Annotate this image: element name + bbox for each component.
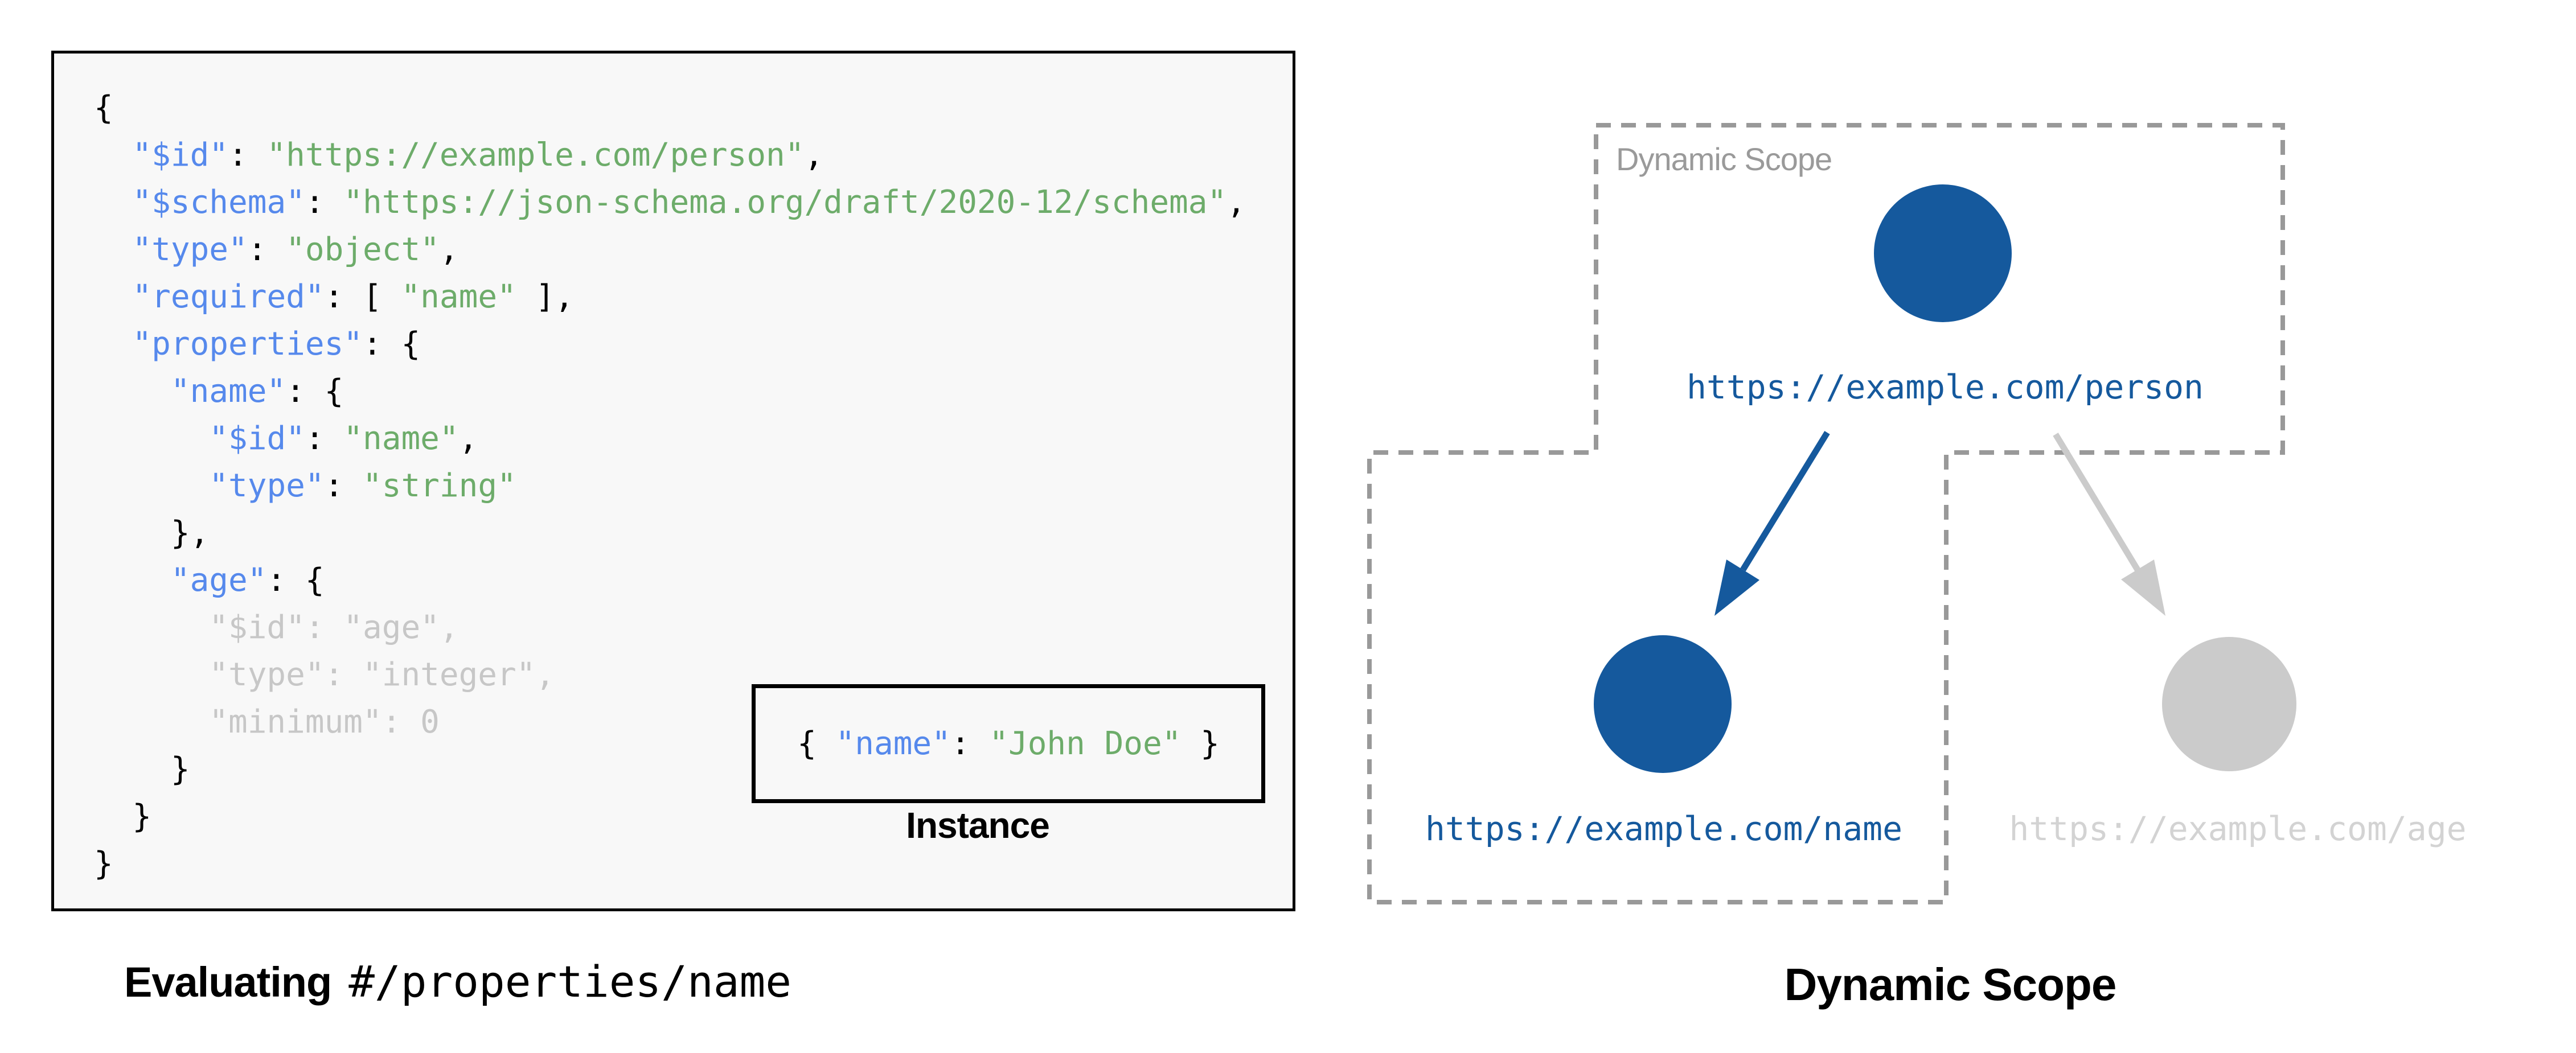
code-token: : { (286, 373, 344, 410)
code-token: : (324, 467, 363, 504)
evaluating-caption-word: Evaluating (124, 959, 332, 1006)
code-token: "name" (343, 420, 459, 457)
code-token (94, 467, 209, 504)
code-line: { (94, 84, 1246, 131)
code-token: , (439, 231, 459, 268)
code-token: : { (266, 562, 325, 599)
code-token (94, 278, 132, 315)
code-token: "name" (401, 278, 516, 315)
instance-box: { "name": "John Doe" } (752, 684, 1265, 803)
code-token: } (1181, 725, 1220, 762)
code-token (94, 184, 132, 221)
code-token (94, 326, 132, 363)
dynamic-scope-caption: Dynamic Scope (1784, 959, 2117, 1010)
code-token: "type" (132, 231, 248, 268)
dynamic-scope-outline (1367, 123, 2285, 904)
arrowhead-person-to-age (2121, 560, 2165, 616)
code-token (94, 137, 132, 174)
arrowhead-person-to-name (1714, 560, 1759, 616)
code-line: "type": "object", (94, 226, 1246, 273)
code-token: "https://json-schema.org/draft/2020-12/s… (343, 184, 1227, 221)
code-token: "$id": "age", (94, 609, 459, 646)
code-token: : (305, 184, 344, 221)
schema-code: { "$id": "https://example.com/person", "… (94, 84, 1246, 887)
code-token (94, 373, 171, 410)
code-token: "$id" (132, 137, 229, 174)
node-age-url: https://example.com/age (2009, 809, 2467, 848)
code-line: "properties": { (94, 320, 1246, 368)
code-token: "$id" (209, 420, 305, 457)
code-token: "type" (209, 467, 325, 504)
node-name-url: https://example.com/name (1425, 809, 1903, 848)
code-token: } (94, 845, 113, 882)
code-line: "age": { (94, 557, 1246, 604)
code-token: , (804, 137, 824, 174)
code-line: "required": [ "name" ], (94, 273, 1246, 320)
code-token (94, 562, 171, 599)
code-line: "$id": "https://example.com/person", (94, 131, 1246, 179)
code-token: "properties" (132, 326, 363, 363)
code-token (94, 420, 209, 457)
edge-person-to-age (2053, 433, 2140, 571)
code-token: : (305, 420, 344, 457)
code-line: "$id": "name", (94, 415, 1246, 462)
code-token: ], (516, 278, 574, 315)
code-token: : (228, 137, 267, 174)
code-token: : { (363, 326, 421, 363)
code-token (94, 231, 132, 268)
instance-label: Instance (906, 805, 1050, 846)
code-token: "string" (363, 467, 516, 504)
code-token: , (458, 420, 478, 457)
code-token: "name" (835, 725, 951, 762)
edge-person-to-name (1740, 431, 1830, 571)
code-token: "$schema" (132, 184, 305, 221)
code-token: "type": "integer", (94, 656, 555, 693)
code-token: { (94, 89, 113, 126)
code-line: }, (94, 509, 1246, 557)
code-line: } (94, 746, 1246, 793)
node-person (1874, 184, 2012, 322)
code-line: "$schema": "https://json-schema.org/draf… (94, 179, 1246, 226)
code-token: "minimum": 0 (94, 704, 440, 741)
evaluating-caption: Evaluating #/properties/name (124, 956, 791, 1007)
code-token: : [ (324, 278, 401, 315)
code-token: "age" (170, 562, 267, 599)
code-line: "$id": "age", (94, 604, 1246, 651)
dynamic-scope-region-label: Dynamic Scope (1616, 141, 1832, 177)
code-token: : (247, 231, 286, 268)
instance-code: { "name": "John Doe" } (797, 725, 1220, 762)
code-line: "type": "integer", (94, 651, 1246, 698)
code-token: "object" (286, 231, 440, 268)
code-token: "https://example.com/person" (266, 137, 805, 174)
code-token: { (797, 725, 836, 762)
code-line: { "name": "John Doe" } (797, 725, 1220, 762)
node-person-url: https://example.com/person (1687, 368, 2204, 406)
code-token: , (1227, 184, 1246, 221)
code-line: "minimum": 0 (94, 698, 1246, 746)
node-age (2162, 637, 2296, 771)
node-name (1594, 635, 1732, 773)
code-line: "name": { (94, 368, 1246, 415)
code-token: "John Doe" (989, 725, 1182, 762)
code-line: "type": "string" (94, 462, 1246, 509)
code-token: } (94, 751, 190, 788)
code-token: }, (94, 515, 210, 552)
code-token: : (950, 725, 990, 762)
code-token: } (94, 798, 152, 835)
evaluating-caption-pointer: #/properties/name (348, 956, 792, 1007)
code-line: } (94, 840, 1246, 887)
code-token: "name" (170, 373, 286, 410)
code-line: } (94, 793, 1246, 840)
code-token: "required" (132, 278, 325, 315)
